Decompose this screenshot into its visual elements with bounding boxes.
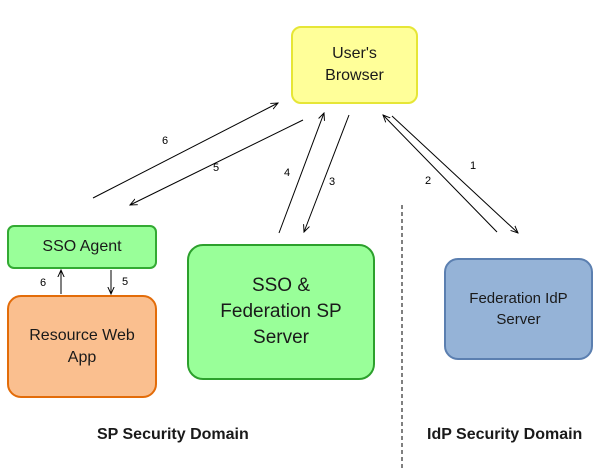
idp-server-node: Federation IdP Server — [444, 258, 593, 360]
edge-1-label: 1 — [470, 160, 476, 172]
edge-2-arrow — [383, 115, 498, 233]
edge-6-arrow — [92, 103, 278, 199]
idp-security-domain-label: IdP Security Domain — [427, 426, 583, 443]
sp-security-domain-label: SP Security Domain — [97, 426, 249, 443]
users-browser-node: User's Browser — [291, 26, 418, 104]
idp-server-label: Federation IdP Server — [469, 290, 568, 328]
resource-web-app-node: Resource Web App — [7, 295, 157, 398]
sso-agent-label: SSO Agent — [42, 238, 122, 255]
edge-4-label: 4 — [284, 167, 290, 179]
edge-5-label: 5 — [213, 162, 219, 174]
edge-3-arrow — [304, 114, 350, 232]
edge-3-label: 3 — [329, 176, 335, 188]
edge-2-label: 2 — [425, 175, 431, 187]
edge-5b-label: 5 — [122, 276, 128, 288]
resource-web-app-label: Resource Web App — [29, 326, 135, 366]
edge-6-label: 6 — [162, 135, 168, 147]
edge-6b-label: 6 — [40, 277, 46, 289]
sso-agent-node: SSO Agent — [7, 225, 157, 269]
users-browser-label: User's Browser — [325, 45, 384, 84]
sp-server-label: SSO & Federation SP Server — [220, 275, 342, 348]
edge-4-arrow — [278, 113, 324, 234]
edge-5-arrow — [130, 119, 304, 205]
edge-1-arrow — [391, 115, 518, 233]
sp-server-node: SSO & Federation SP Server — [187, 244, 375, 380]
